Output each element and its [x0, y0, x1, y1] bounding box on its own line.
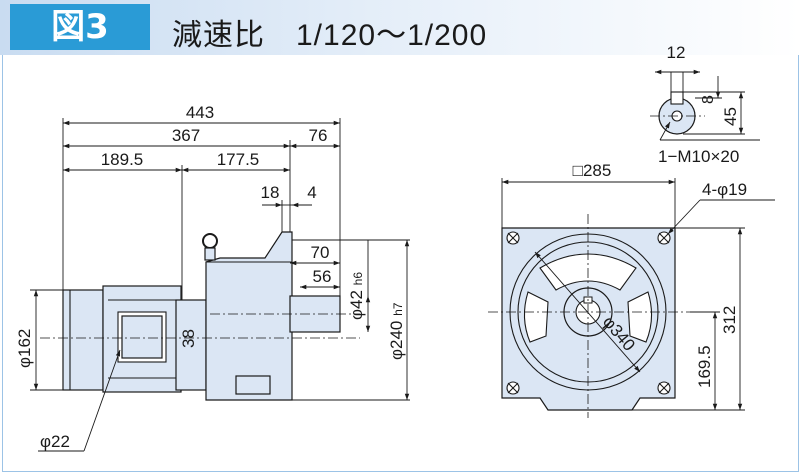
dim-phi240: φ240 h7: [387, 302, 406, 360]
side-view: 443 367 76 189.5 177.5 18 4 70 56 φ42 h6…: [15, 103, 410, 452]
mounting-holes: [506, 231, 671, 395]
thread-note: 1−M10×20: [658, 147, 739, 166]
dim-12: 12: [667, 43, 686, 62]
gearbox-housing: [205, 231, 293, 401]
dim-189-5: 189.5: [101, 150, 144, 169]
dim-38: 38: [179, 329, 198, 348]
dim-177-5: 177.5: [217, 150, 260, 169]
dim-phi22: φ22: [40, 432, 70, 451]
dim-4: 4: [307, 183, 316, 202]
dim-70: 70: [311, 243, 330, 262]
shaft-end-detail: 12 8 45 1−M10×20: [650, 43, 760, 166]
dim-phi42: φ42 h6: [347, 272, 366, 320]
dim-phi162: φ162: [15, 329, 34, 368]
dim-18: 18: [261, 183, 280, 202]
dim-56: 56: [313, 267, 332, 286]
dim-45: 45: [721, 107, 740, 126]
motor-fan-cover: [62, 289, 104, 391]
dim-169-5: 169.5: [695, 345, 714, 388]
dim-holes: 4-φ19: [702, 180, 747, 199]
dim-square-285: □285: [573, 161, 612, 180]
dim-367: 367: [172, 126, 200, 145]
dim-8: 8: [700, 95, 717, 104]
figure-header: 図3 減速比 1/120～1/200: [0, 0, 800, 55]
reduction-ratio-title: 減速比 1/120～1/200: [172, 19, 488, 52]
drawing-frame: [2, 55, 799, 472]
dim-443: 443: [186, 103, 214, 122]
dim-312: 312: [720, 306, 739, 334]
figure-number-badge: 図3: [10, 4, 150, 50]
front-view: □285 4-φ19 φ340 312 169.5: [488, 161, 775, 418]
dim-76: 76: [309, 126, 328, 145]
